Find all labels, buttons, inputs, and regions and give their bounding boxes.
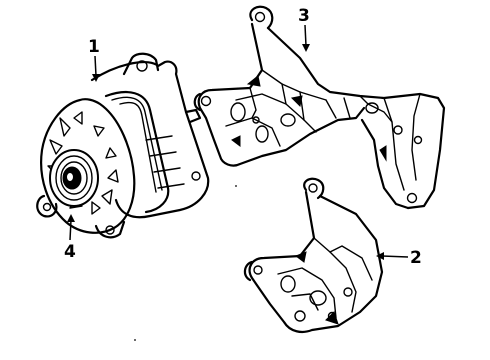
pulley xyxy=(49,149,99,207)
callout-4-leader xyxy=(69,219,72,241)
callout-4: 4 xyxy=(64,214,76,262)
callout-1-leader xyxy=(94,55,97,77)
callout-4-arrowhead xyxy=(67,214,75,222)
callout-3-arrowhead xyxy=(302,44,310,52)
upper-mounting-bracket xyxy=(193,5,446,210)
callout-3-label: 3 xyxy=(298,6,310,26)
callout-4-label: 4 xyxy=(64,242,76,262)
callout-3-leader xyxy=(304,24,307,47)
callout-1-label: 1 xyxy=(88,37,100,57)
callout-1: 1 xyxy=(88,37,100,82)
alternator xyxy=(36,52,210,239)
callout-1-arrowhead xyxy=(92,74,100,82)
callout-2-leader xyxy=(381,255,409,258)
callout-3: 3 xyxy=(298,6,310,52)
callout-2-arrowhead xyxy=(376,252,384,260)
lower-mounting-bracket xyxy=(243,177,384,333)
callout-2: 2 xyxy=(376,248,422,268)
callout-2-label: 2 xyxy=(410,248,422,268)
